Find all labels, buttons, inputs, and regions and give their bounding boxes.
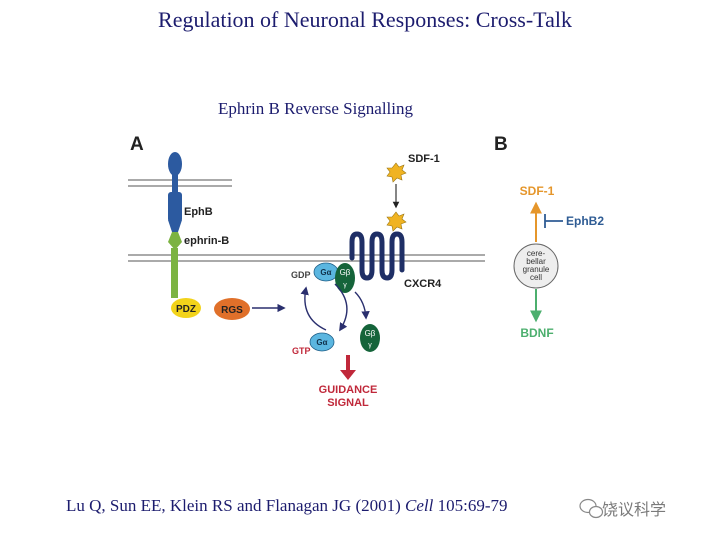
gdp-label: GDP: [291, 270, 311, 280]
watermark: 饶议科学: [602, 500, 667, 519]
g-alpha-gtp-label: Gα: [316, 338, 327, 347]
lower-membrane: [128, 254, 485, 262]
g-beta-bound-label: Gβ: [340, 268, 351, 277]
panel-a-label: A: [130, 134, 144, 155]
ephb-receptor: [168, 152, 182, 232]
beta-gamma-release-arrow: [354, 291, 370, 320]
sdf1-extracellular-icon: [386, 162, 407, 183]
g-beta-gamma-bound: [335, 263, 355, 293]
guidance-signal-arrowhead: [340, 370, 356, 380]
guidance-signal-label-1: GUIDANCE: [319, 384, 378, 396]
g-alpha-gdp-label: Gα: [320, 268, 331, 277]
ephrin-b-ligand: [168, 232, 182, 298]
cycle-arrow-right: [334, 283, 348, 332]
rgs-protein: [214, 298, 250, 320]
g-gamma-bound-label: γ: [343, 282, 347, 289]
cxcr4-receptor: [349, 231, 405, 281]
ephb2-inhibition: [544, 214, 563, 228]
gtp-label: GTP: [292, 346, 311, 356]
bdnf-label: BDNF: [520, 326, 553, 340]
g-alpha-gtp: [309, 332, 335, 352]
granule-cell-label-2: bellar: [526, 257, 546, 266]
granule-cell-label-3: granule: [523, 265, 550, 274]
g-gamma-free-label: γ: [368, 342, 372, 349]
citation-ref: 105:69-79: [433, 496, 508, 515]
pdz-label: PDZ: [176, 304, 196, 315]
citation-journal: Cell: [405, 496, 434, 515]
g-beta-gamma-free: [360, 324, 380, 352]
ephb2-label: EphB2: [566, 214, 604, 228]
sdf1-bound-icon: [386, 211, 407, 232]
pdz-domain: [171, 298, 201, 318]
ephrin-b-label: ephrin-B: [184, 235, 229, 247]
sdf1-label: SDF-1: [408, 153, 440, 165]
citation: Lu Q, Sun EE, Klein RS and Flanagan JG (…: [66, 496, 508, 516]
g-beta-free-label: Gβ: [365, 329, 376, 338]
cxcr4-label: CXCR4: [404, 278, 442, 290]
guidance-signal-label-2: SIGNAL: [327, 397, 369, 409]
slide-subtitle: Ephrin B Reverse Signalling: [218, 99, 414, 118]
rgs-label: RGS: [221, 305, 243, 316]
granule-cell-label-1: cere-: [527, 249, 546, 258]
cycle-arrow-left: [300, 286, 327, 331]
citation-authors: Lu Q, Sun EE, Klein RS and Flanagan JG (…: [66, 496, 406, 515]
wechat-logo-icon: [579, 498, 604, 519]
ephb-label: EphB: [184, 206, 213, 218]
panel-b-label: B: [494, 134, 508, 155]
slide-title: Regulation of Neuronal Responses: Cross-…: [158, 7, 572, 32]
panel-b-sdf1-label: SDF-1: [520, 184, 555, 198]
granule-cell-icon: [513, 243, 559, 289]
granule-cell-label-4: cell: [530, 273, 542, 282]
upper-membrane: [128, 179, 232, 187]
